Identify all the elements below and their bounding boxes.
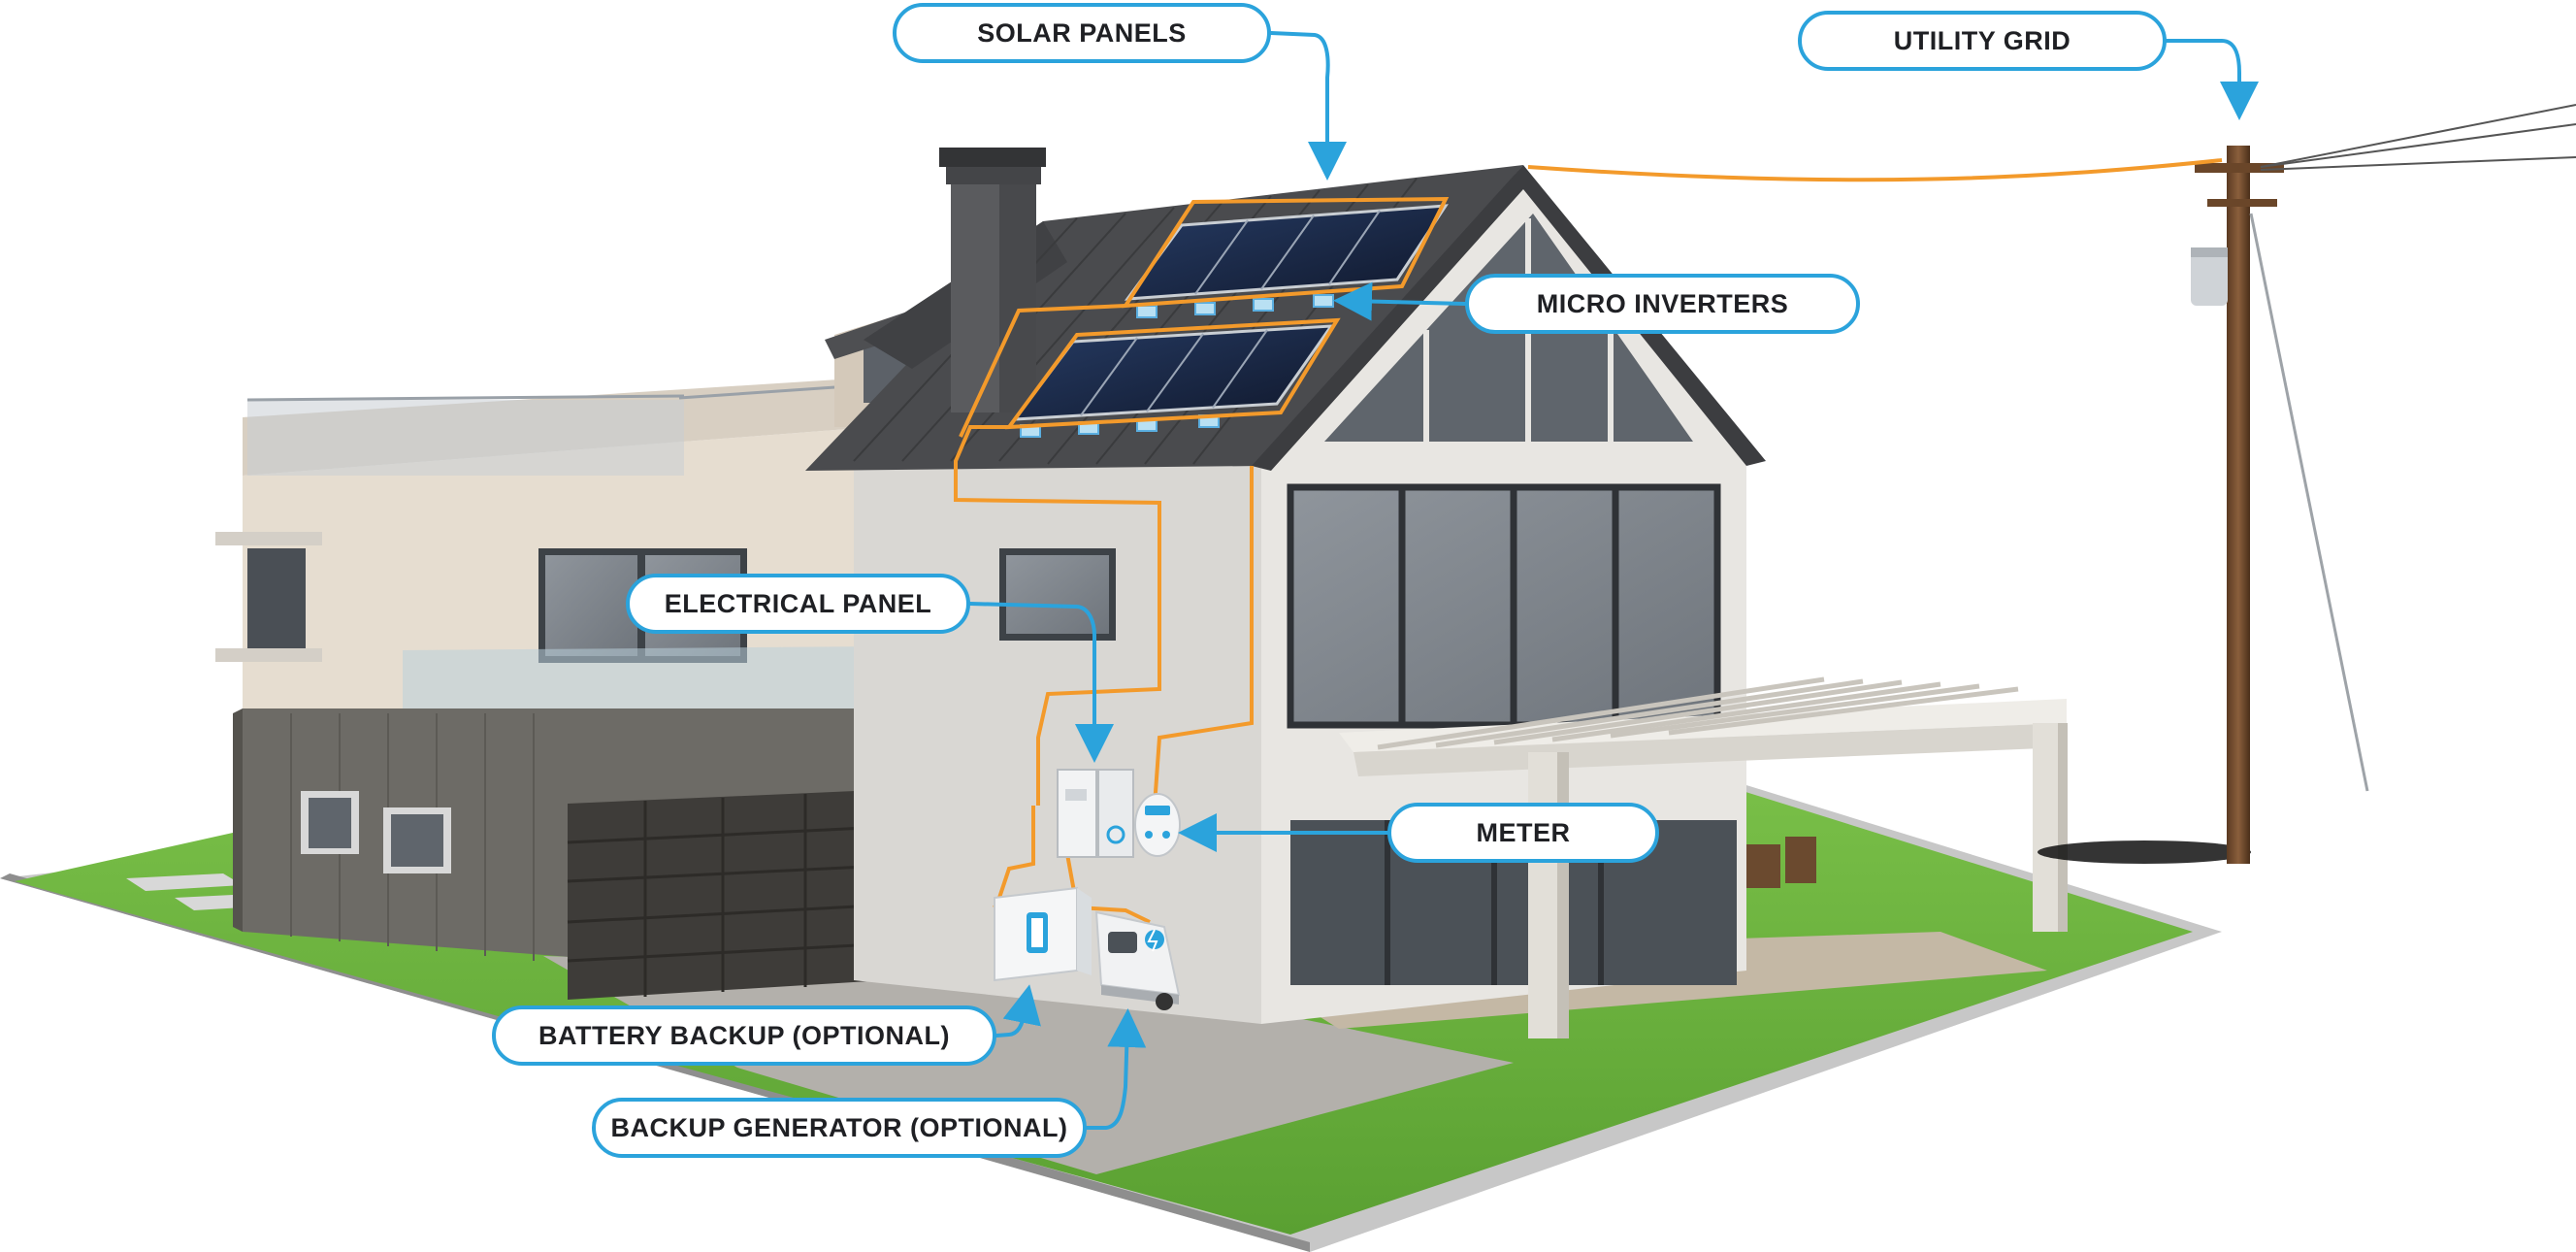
meter-callout: METER bbox=[1387, 803, 1659, 863]
generator-unit bbox=[1094, 910, 1181, 1010]
battery-backup-callout: BATTERY BACKUP (OPTIONAL) bbox=[492, 1005, 996, 1066]
solar-panels-callout: SOLAR PANELS bbox=[893, 3, 1271, 63]
backup-generator-callout: BACKUP GENERATOR (OPTIONAL) bbox=[592, 1098, 1087, 1158]
electrical-panel-callout: ELECTRICAL PANEL bbox=[626, 574, 970, 634]
solar-array bbox=[1011, 204, 1449, 421]
chimney bbox=[939, 148, 1046, 412]
utility-grid-callout: UTILITY GRID bbox=[1798, 11, 2167, 71]
micro-inverters-callout: MICRO INVERTERS bbox=[1465, 274, 1860, 334]
utility-pole bbox=[2038, 104, 2576, 864]
callout-leaders bbox=[968, 31, 2259, 1130]
battery-unit bbox=[994, 886, 1092, 982]
pergola bbox=[1339, 676, 2068, 1038]
meter-unit bbox=[1134, 793, 1181, 857]
electrical-panel-unit bbox=[1057, 769, 1134, 858]
left-wing bbox=[215, 379, 999, 1000]
